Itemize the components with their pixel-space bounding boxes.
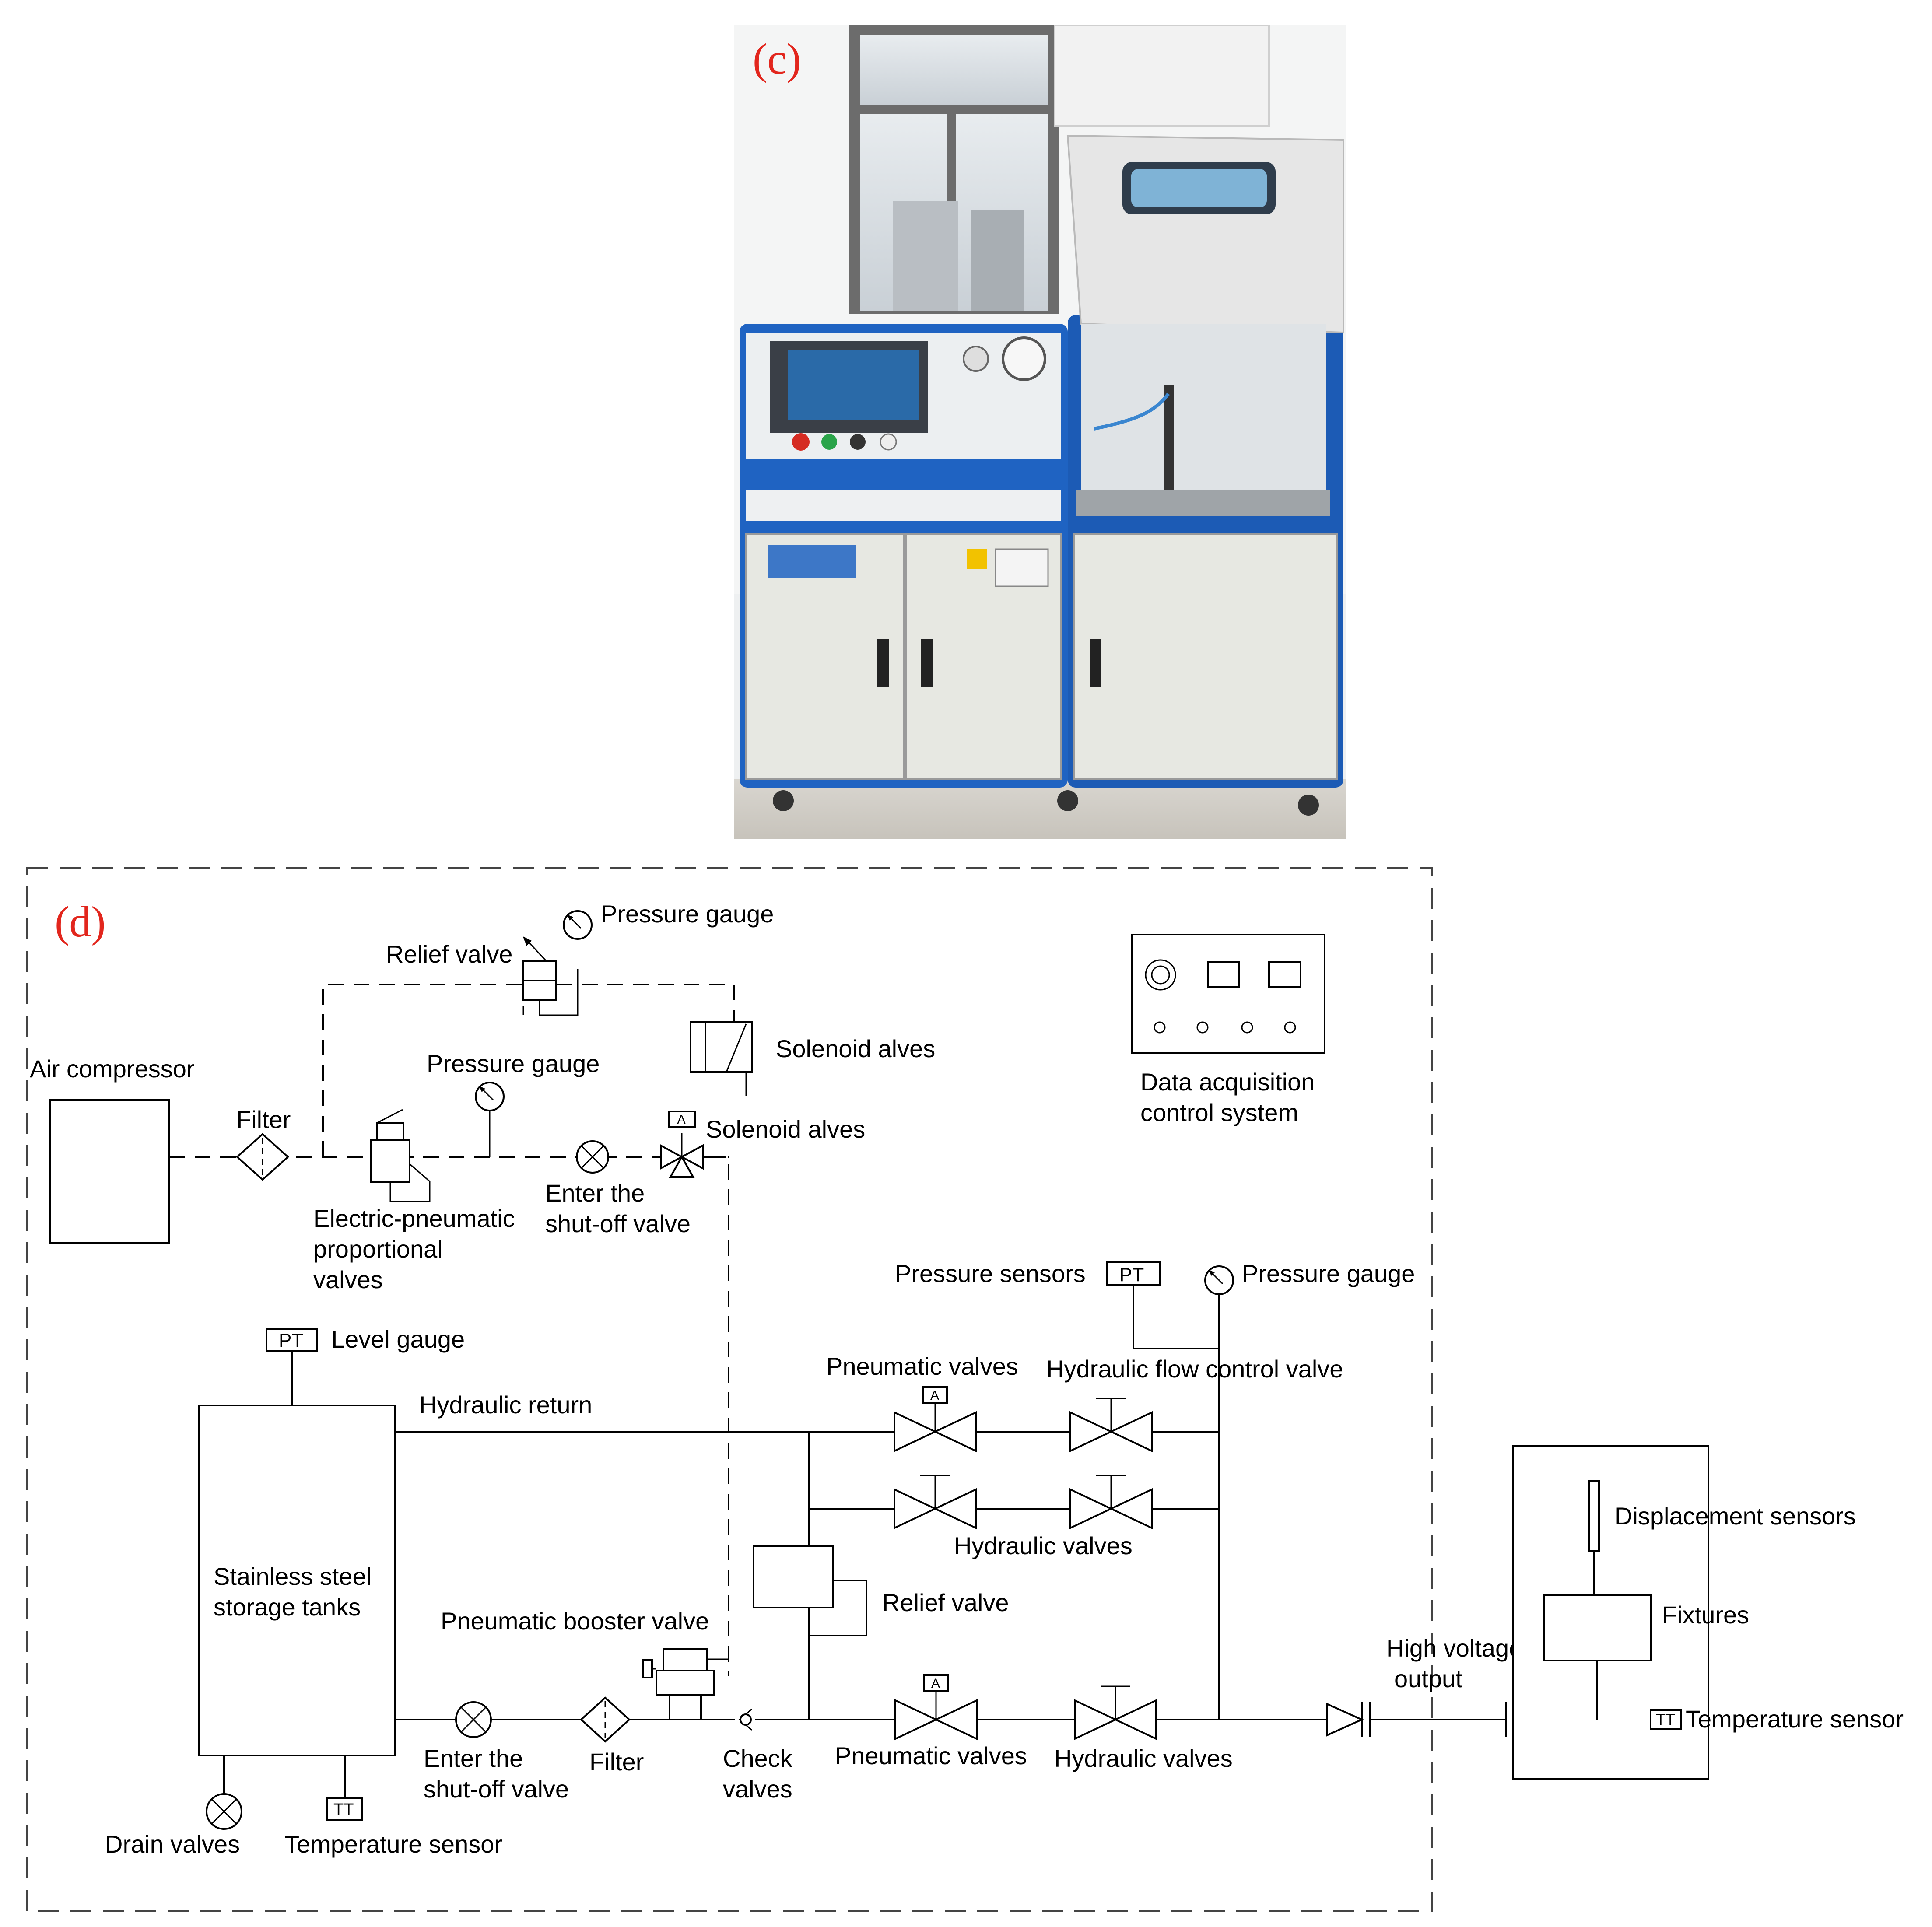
temp-sensor-right-box: [1650, 1709, 1682, 1730]
pressure-sensor-pt: PT: [1119, 1264, 1144, 1286]
pneumatic-valves-top-label: Pneumatic valves: [826, 1352, 1018, 1380]
solenoid-valve-mid-label: Solenoid alves: [706, 1115, 865, 1143]
hv-label-1: High voltage: [1386, 1634, 1522, 1662]
fixtures-label: Fixtures: [1662, 1601, 1749, 1629]
storage-tank: [198, 1405, 396, 1756]
hv-label-2: output: [1394, 1665, 1462, 1692]
check-label-1: Check: [723, 1745, 793, 1772]
drain-valve: [206, 1793, 242, 1830]
pneumatic-valves-bottom-label: Pneumatic valves: [835, 1742, 1027, 1769]
hydraulic-valves-mid: [894, 1475, 1153, 1530]
air-compressor-label: Air compressor: [30, 1055, 195, 1083]
shutoff-top-label-2: shut-off valve: [545, 1210, 691, 1237]
temp-sensor-right-label: Temperature sensor: [1686, 1705, 1904, 1733]
panel-c-label: (c): [753, 35, 801, 83]
relief-valve-mid: [753, 1545, 867, 1636]
solenoid-valve-mid: A: [660, 1111, 704, 1178]
pressure-gauge-mid: [475, 1082, 505, 1111]
pressure-gauge-right-label: Pressure gauge: [1242, 1260, 1415, 1287]
hydraulic-valve-bottom: [1074, 1685, 1157, 1741]
panel-d-label: (d): [55, 897, 106, 946]
shutoff-valve-bottom: [455, 1701, 492, 1738]
relief-valve-top: [522, 936, 579, 1016]
relief-valve-mid-label: Relief valve: [882, 1589, 1009, 1616]
shutoff-bottom-label-2: shut-off valve: [424, 1775, 569, 1803]
tank-label-1: Stainless steel: [214, 1563, 372, 1590]
temp-sensor-bottom-box: [326, 1797, 363, 1821]
shutoff-top-label-1: Enter the: [545, 1179, 645, 1207]
daq-label-2: control system: [1140, 1099, 1298, 1126]
pressure-gauge-top: [563, 910, 593, 940]
check-valve: [738, 1708, 752, 1731]
relief-valve-top-label: Relief valve: [386, 940, 512, 968]
temp-sensor-bottom-tt: TT: [333, 1801, 354, 1819]
temp-sensor-right-tt: TT: [1656, 1710, 1675, 1728]
solenoid-mid-actuator: A: [677, 1113, 686, 1127]
pressure-gauge-right: [1204, 1265, 1234, 1295]
daq-label-1: Data acquisition: [1140, 1068, 1315, 1096]
test-bench-photo: [734, 25, 1346, 839]
pneumatic-top-actuator: A: [930, 1388, 939, 1403]
level-gauge-pt: PT: [279, 1330, 303, 1351]
pneumatic-bottom-actuator: A: [931, 1676, 940, 1691]
ep-valves-label-1: Electric-pneumatic: [313, 1205, 515, 1232]
drain-valves-label: Drain valves: [105, 1830, 240, 1858]
pneumatic-booster-valve: [642, 1648, 729, 1720]
solenoid-valve-top-label: Solenoid alves: [776, 1035, 935, 1062]
shutoff-valve-top: [576, 1140, 609, 1174]
check-label-2: valves: [723, 1775, 792, 1803]
temp-sensor-bottom-label: Temperature sensor: [284, 1830, 502, 1858]
pneumatic-valve-bottom: A: [894, 1674, 978, 1741]
pressure-gauge-mid-label: Pressure gauge: [427, 1050, 600, 1077]
filter-top: [236, 1133, 289, 1181]
level-gauge-label: Level gauge: [331, 1325, 465, 1353]
hydraulic-valves-mid-label: Hydraulic valves: [954, 1532, 1133, 1559]
ep-valves-label-2: proportional: [313, 1235, 443, 1263]
hydraulic-flow-control-label: Hydraulic flow control valve: [1046, 1355, 1343, 1383]
hydraulic-valves-bottom-label: Hydraulic valves: [1054, 1745, 1233, 1772]
hydraulic-return-label: Hydraulic return: [419, 1391, 592, 1419]
ep-proportional-valve: [370, 1109, 431, 1202]
solenoid-valve-top: [690, 1021, 753, 1096]
booster-label: Pneumatic booster valve: [441, 1607, 709, 1635]
displacement-label: Displacement sensors: [1615, 1502, 1856, 1530]
level-gauge-pt-box: [266, 1328, 318, 1352]
pneumatic-valve-top: A: [894, 1386, 977, 1453]
hydraulic-flow-control-valve: [1069, 1398, 1153, 1453]
pressure-gauge-top-label: Pressure gauge: [601, 900, 774, 928]
tank-label-2: storage tanks: [214, 1593, 361, 1621]
filter-top-label: Filter: [236, 1106, 291, 1133]
daq-control-system: [1131, 934, 1325, 1054]
air-compressor: [49, 1099, 170, 1244]
schematic-frame: [26, 867, 1433, 1912]
ep-valves-label-3: valves: [313, 1266, 383, 1293]
pressure-sensor-pt-box: [1106, 1261, 1161, 1286]
filter-bottom-label: Filter: [589, 1748, 644, 1776]
filter-bottom: [580, 1696, 631, 1743]
pressure-sensors-label: Pressure sensors: [895, 1260, 1086, 1287]
shutoff-bottom-label-1: Enter the: [424, 1745, 523, 1772]
